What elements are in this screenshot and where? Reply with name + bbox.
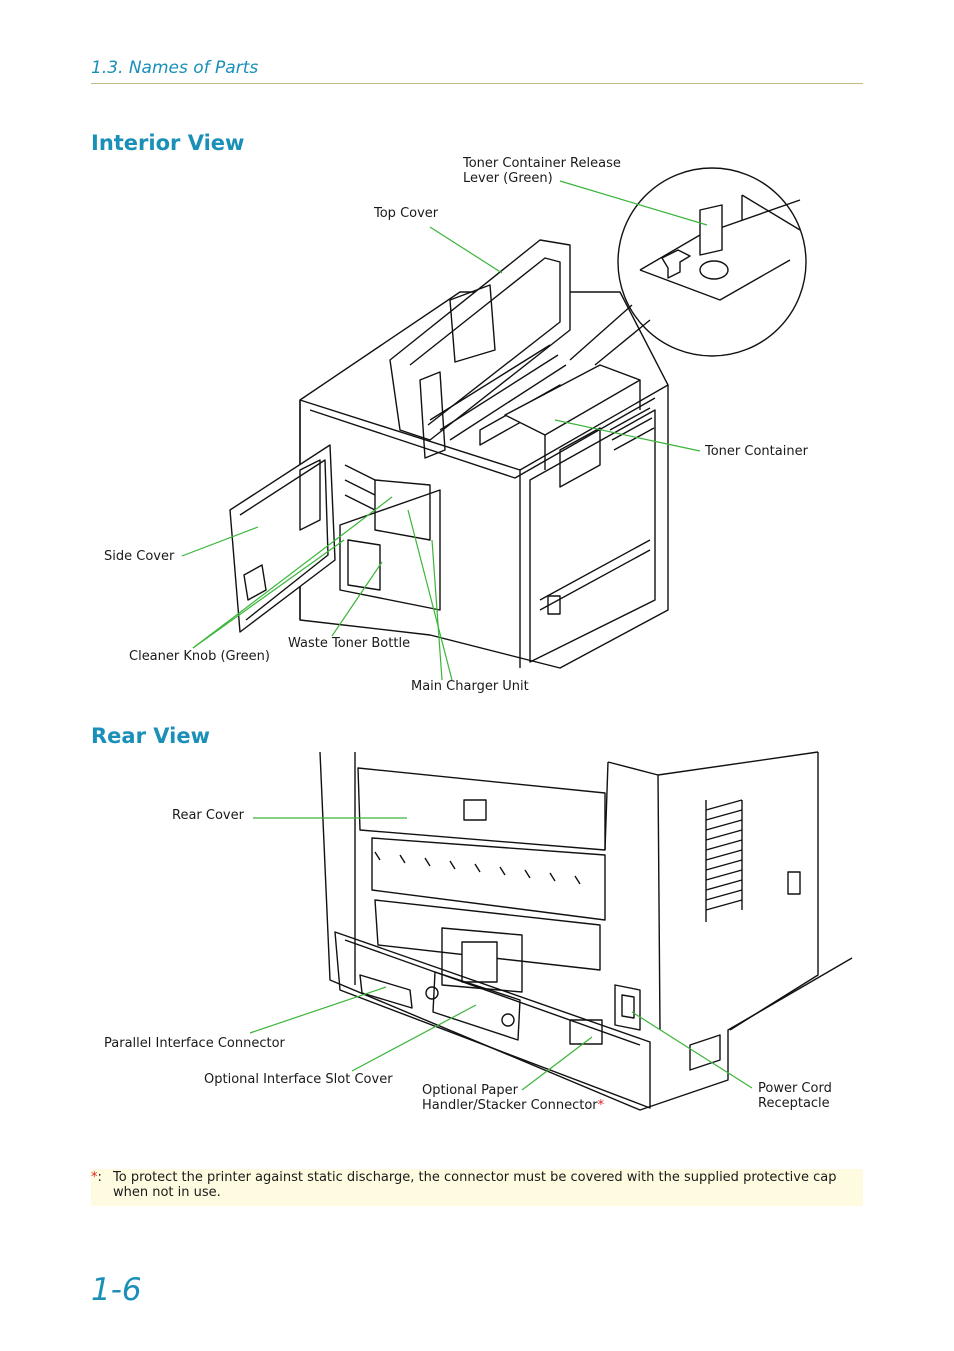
leader-top-cover bbox=[429, 226, 503, 274]
label-rear-cover: Rear Cover bbox=[172, 808, 244, 823]
page-number: 1-6 bbox=[91, 1272, 142, 1308]
label-side-cover: Side Cover bbox=[104, 549, 175, 564]
label-optional-paper-handler: Optional Paper Handler/Stacker Connector… bbox=[422, 1083, 605, 1113]
leader-cleaner-knob-2 bbox=[192, 539, 345, 649]
leader-main-charger-a bbox=[407, 509, 453, 681]
leader-waste-toner-bottle bbox=[331, 561, 383, 637]
label-toner-container: Toner Container bbox=[705, 444, 808, 459]
label-optional-interface-slot: Optional Interface Slot Cover bbox=[204, 1072, 393, 1087]
rear-printer-drawing bbox=[319, 751, 853, 1111]
label-parallel-interface: Parallel Interface Connector bbox=[104, 1036, 285, 1051]
leader-main-charger-b bbox=[431, 539, 443, 681]
leader-lines bbox=[181, 180, 753, 1091]
rear-view-heading: Rear View bbox=[91, 724, 210, 748]
label-power-cord: Power Cord Receptacle bbox=[758, 1081, 832, 1111]
header-divider bbox=[91, 83, 863, 84]
asterisk-marker: * bbox=[597, 1098, 605, 1113]
leader-toner-container bbox=[554, 419, 701, 452]
leader-power-cord bbox=[631, 1011, 753, 1089]
leader-optional-interface-slot bbox=[351, 1004, 477, 1072]
label-toner-release-lever: Toner Container Release Lever (Green) bbox=[463, 156, 621, 186]
leader-side-cover bbox=[181, 526, 259, 557]
label-top-cover: Top Cover bbox=[374, 206, 439, 221]
interior-view-heading: Interior View bbox=[91, 131, 245, 155]
leader-cleaner-knob bbox=[192, 496, 393, 649]
label-cleaner-knob: Cleaner Knob (Green) bbox=[129, 649, 270, 664]
leader-parallel-interface bbox=[249, 986, 387, 1034]
label-main-charger-unit: Main Charger Unit bbox=[411, 679, 529, 694]
note-text: To protect the printer against static di… bbox=[113, 1170, 837, 1200]
label-waste-toner-bottle: Waste Toner Bottle bbox=[288, 636, 411, 651]
leader-toner-release-lever bbox=[559, 180, 708, 226]
section-title: 1.3. Names of Parts bbox=[91, 58, 259, 78]
note-box bbox=[91, 1169, 863, 1206]
interior-printer-drawing bbox=[229, 167, 807, 669]
note-marker: *: bbox=[91, 1170, 102, 1185]
leader-paper-handler-connector bbox=[521, 1036, 593, 1091]
